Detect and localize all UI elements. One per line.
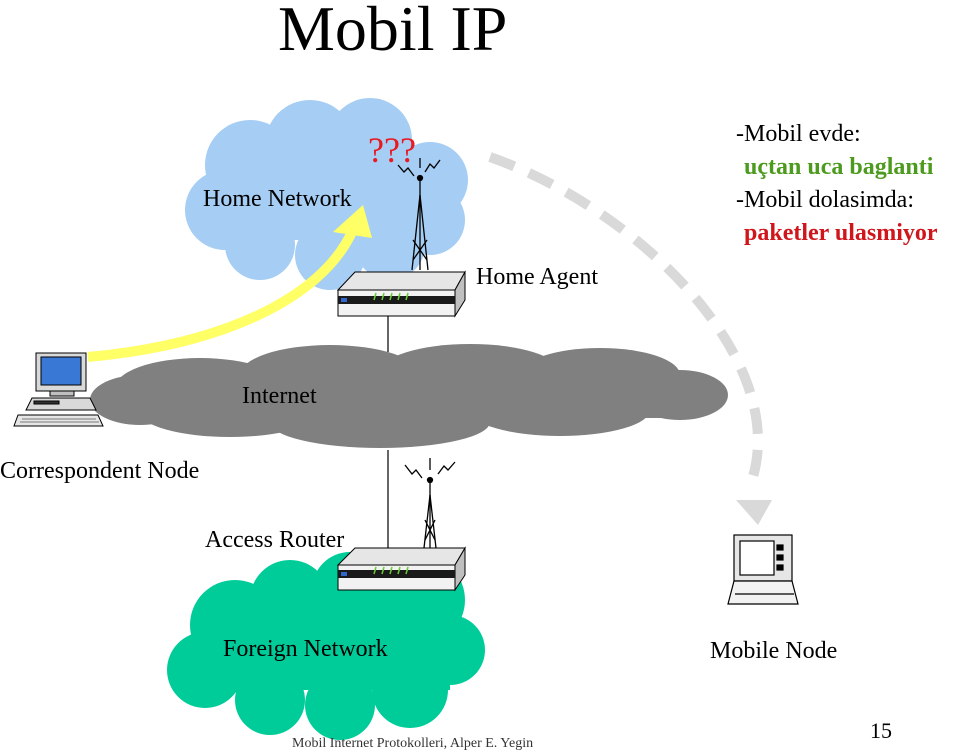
note-home-detail: uçtan uca baglanti — [744, 154, 934, 180]
dashed-movement-arrow — [488, 152, 772, 525]
note-roaming-detail: paketler ulasmiyor — [744, 220, 938, 246]
home-network-cloud — [185, 98, 468, 290]
note-roaming: -Mobil dolasimda: — [736, 187, 914, 213]
home-agent-label: Home Agent — [476, 264, 598, 290]
internet-cloud — [90, 344, 728, 448]
antenna-icon — [397, 158, 441, 271]
page-title: Mobil IP — [278, 0, 508, 64]
foreign-network-label: Foreign Network — [223, 636, 388, 662]
antenna-icon — [404, 458, 456, 549]
router-icon — [336, 546, 466, 592]
home-network-label: Home Network — [203, 186, 352, 212]
footer-text: Mobil Internet Protokolleri, Alper E. Ye… — [292, 736, 534, 751]
desktop-computer-icon — [13, 352, 104, 427]
access-router-label: Access Router — [205, 527, 345, 553]
internet-label: Internet — [242, 383, 317, 409]
foreign-network-cloud — [167, 552, 485, 740]
note-home: -Mobil evde: — [736, 121, 861, 147]
mobile-node-label: Mobile Node — [710, 638, 838, 664]
yellow-path-arrow — [87, 205, 372, 362]
question-marks-label: ??? — [368, 130, 416, 170]
page-number: 15 — [870, 718, 892, 743]
laptop-icon — [727, 534, 799, 605]
correspondent-node-label: Correspondent Node — [0, 458, 200, 484]
router-icon — [336, 270, 466, 318]
notes-box: -Mobil evde: uçtan uca baglanti -Mobil d… — [736, 118, 938, 250]
